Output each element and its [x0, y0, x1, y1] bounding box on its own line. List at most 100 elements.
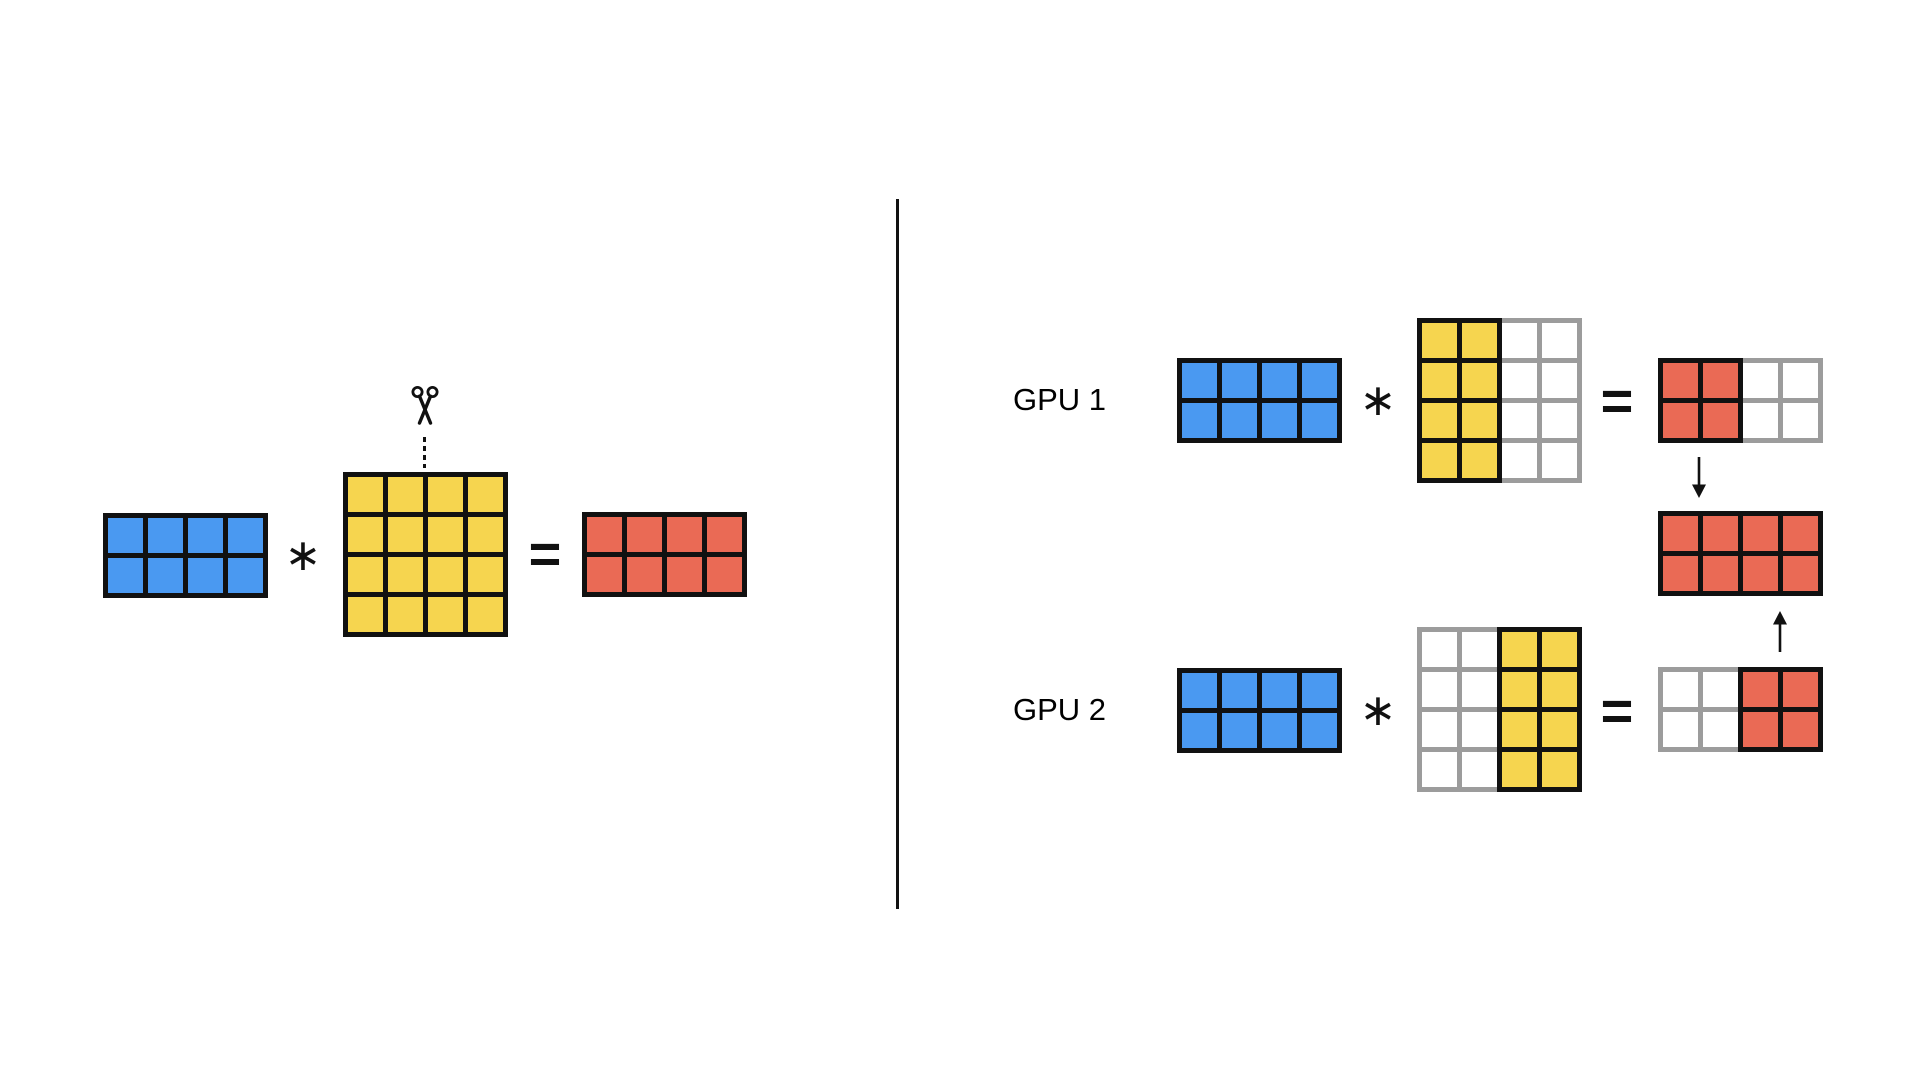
gpu2-label: GPU 2: [1013, 692, 1107, 727]
matrix-cell: [1462, 323, 1497, 358]
matrix-cell: [1743, 712, 1778, 747]
matrix-cell: [1262, 363, 1297, 398]
matrix-cell: [1783, 556, 1818, 591]
matrix-cell: [667, 517, 702, 552]
matrix-cell: [1542, 712, 1577, 747]
matrix-cell: [1222, 403, 1257, 438]
gpu1-input-matrix: [1177, 358, 1342, 443]
cut-dashed-line: [423, 437, 426, 468]
gpu1-partial-output-matrix: [1658, 358, 1823, 443]
matrix-cell: [388, 477, 423, 512]
matrix-cell: [428, 557, 463, 592]
matrix-cell: [1743, 556, 1778, 591]
matrix-cell: [1422, 752, 1457, 787]
matrix-cell: [1182, 403, 1217, 438]
gpu2-input-matrix: [1177, 668, 1342, 753]
matrix-cell: [1502, 672, 1537, 707]
matrix-cell: [1703, 556, 1738, 591]
matrix-cell: [1422, 443, 1457, 478]
matrix-cell: [228, 558, 263, 593]
matrix-cell: [1703, 363, 1738, 398]
matrix-cell: [1302, 363, 1337, 398]
matrix-cell: [348, 597, 383, 632]
matrix-cell: [1462, 672, 1497, 707]
matrix-cell: [667, 557, 702, 592]
matrix-cell: [1262, 673, 1297, 708]
matrix-cell: [1542, 403, 1577, 438]
matrix-cell: [1743, 672, 1778, 707]
matrix-cell: [428, 597, 463, 632]
matrix-cell: [1542, 363, 1577, 398]
matrix-cell: [348, 557, 383, 592]
matrix-cell: [108, 518, 143, 553]
matrix-cell: [1422, 632, 1457, 667]
matrix-cell: [1703, 403, 1738, 438]
matrix-cell: [428, 517, 463, 552]
matrix-cell: [1703, 712, 1738, 747]
matrix-cell: [1502, 443, 1537, 478]
matrix-cell: [388, 597, 423, 632]
matrix-cell: [1302, 673, 1337, 708]
matrix-cell: [1663, 516, 1698, 551]
matrix-cell: [1182, 673, 1217, 708]
matrix-cell: [148, 518, 183, 553]
matrix-cell: [428, 477, 463, 512]
matrix-cell: [468, 477, 503, 512]
matrix-cell: [1262, 713, 1297, 748]
matrix-cell: [1502, 403, 1537, 438]
matrix-cell: [108, 558, 143, 593]
section-divider-line: [896, 199, 899, 909]
matrix-cell: [1462, 752, 1497, 787]
matrix-cell: [1262, 403, 1297, 438]
matrix-cell: [348, 477, 383, 512]
matrix-cell: [348, 517, 383, 552]
matrix-cell: [148, 558, 183, 593]
matrix-cell: [1182, 363, 1217, 398]
matrix-cell: [1703, 516, 1738, 551]
gpu1-label: GPU 1: [1013, 382, 1107, 417]
matrix-cell: [1502, 752, 1537, 787]
gpu1-weight-shard-matrix: [1417, 318, 1582, 483]
matrix-cell: [1663, 363, 1698, 398]
matrix-cell: [1422, 672, 1457, 707]
matrix-cell: [1422, 403, 1457, 438]
matrix-cell: [1462, 443, 1497, 478]
matrix-cell: [388, 557, 423, 592]
matrix-cell: [1542, 443, 1577, 478]
matrix-cell: [1783, 712, 1818, 747]
gpu2-partial-output-matrix: [1658, 667, 1823, 752]
matrix-cell: [188, 518, 223, 553]
matrix-cell: [1422, 323, 1457, 358]
gpu2-multiply-operator: ∗: [1359, 684, 1397, 736]
matrix-cell: [1502, 712, 1537, 747]
matrix-cell: [627, 557, 662, 592]
matrix-cell: [1462, 363, 1497, 398]
matrix-cell: [1462, 403, 1497, 438]
matrix-cell: [1743, 403, 1778, 438]
matrix-cell: [1422, 363, 1457, 398]
matrix-cell: [1542, 672, 1577, 707]
matrix-cell: [1663, 403, 1698, 438]
matrix-cell: [707, 517, 742, 552]
matrix-cell: [188, 558, 223, 593]
matrix-cell: [707, 557, 742, 592]
equals-operator: =: [528, 521, 562, 585]
matrix-cell: [1663, 712, 1698, 747]
left-input-matrix: [103, 513, 268, 598]
matrix-cell: [1182, 713, 1217, 748]
gpu2-weight-shard-matrix: [1417, 627, 1582, 792]
matrix-cell: [587, 557, 622, 592]
matrix-cell: [1743, 363, 1778, 398]
matrix-cell: [228, 518, 263, 553]
matrix-cell: [1783, 403, 1818, 438]
matrix-cell: [1502, 632, 1537, 667]
weight-matrix: [343, 472, 508, 637]
matrix-cell: [1783, 672, 1818, 707]
up-arrow-icon: [1771, 610, 1789, 657]
matrix-cell: [1502, 323, 1537, 358]
matrix-cell: [1462, 712, 1497, 747]
multiply-operator: ∗: [284, 529, 322, 581]
gpu2-equals-operator: =: [1600, 678, 1634, 742]
matrix-cell: [1542, 632, 1577, 667]
